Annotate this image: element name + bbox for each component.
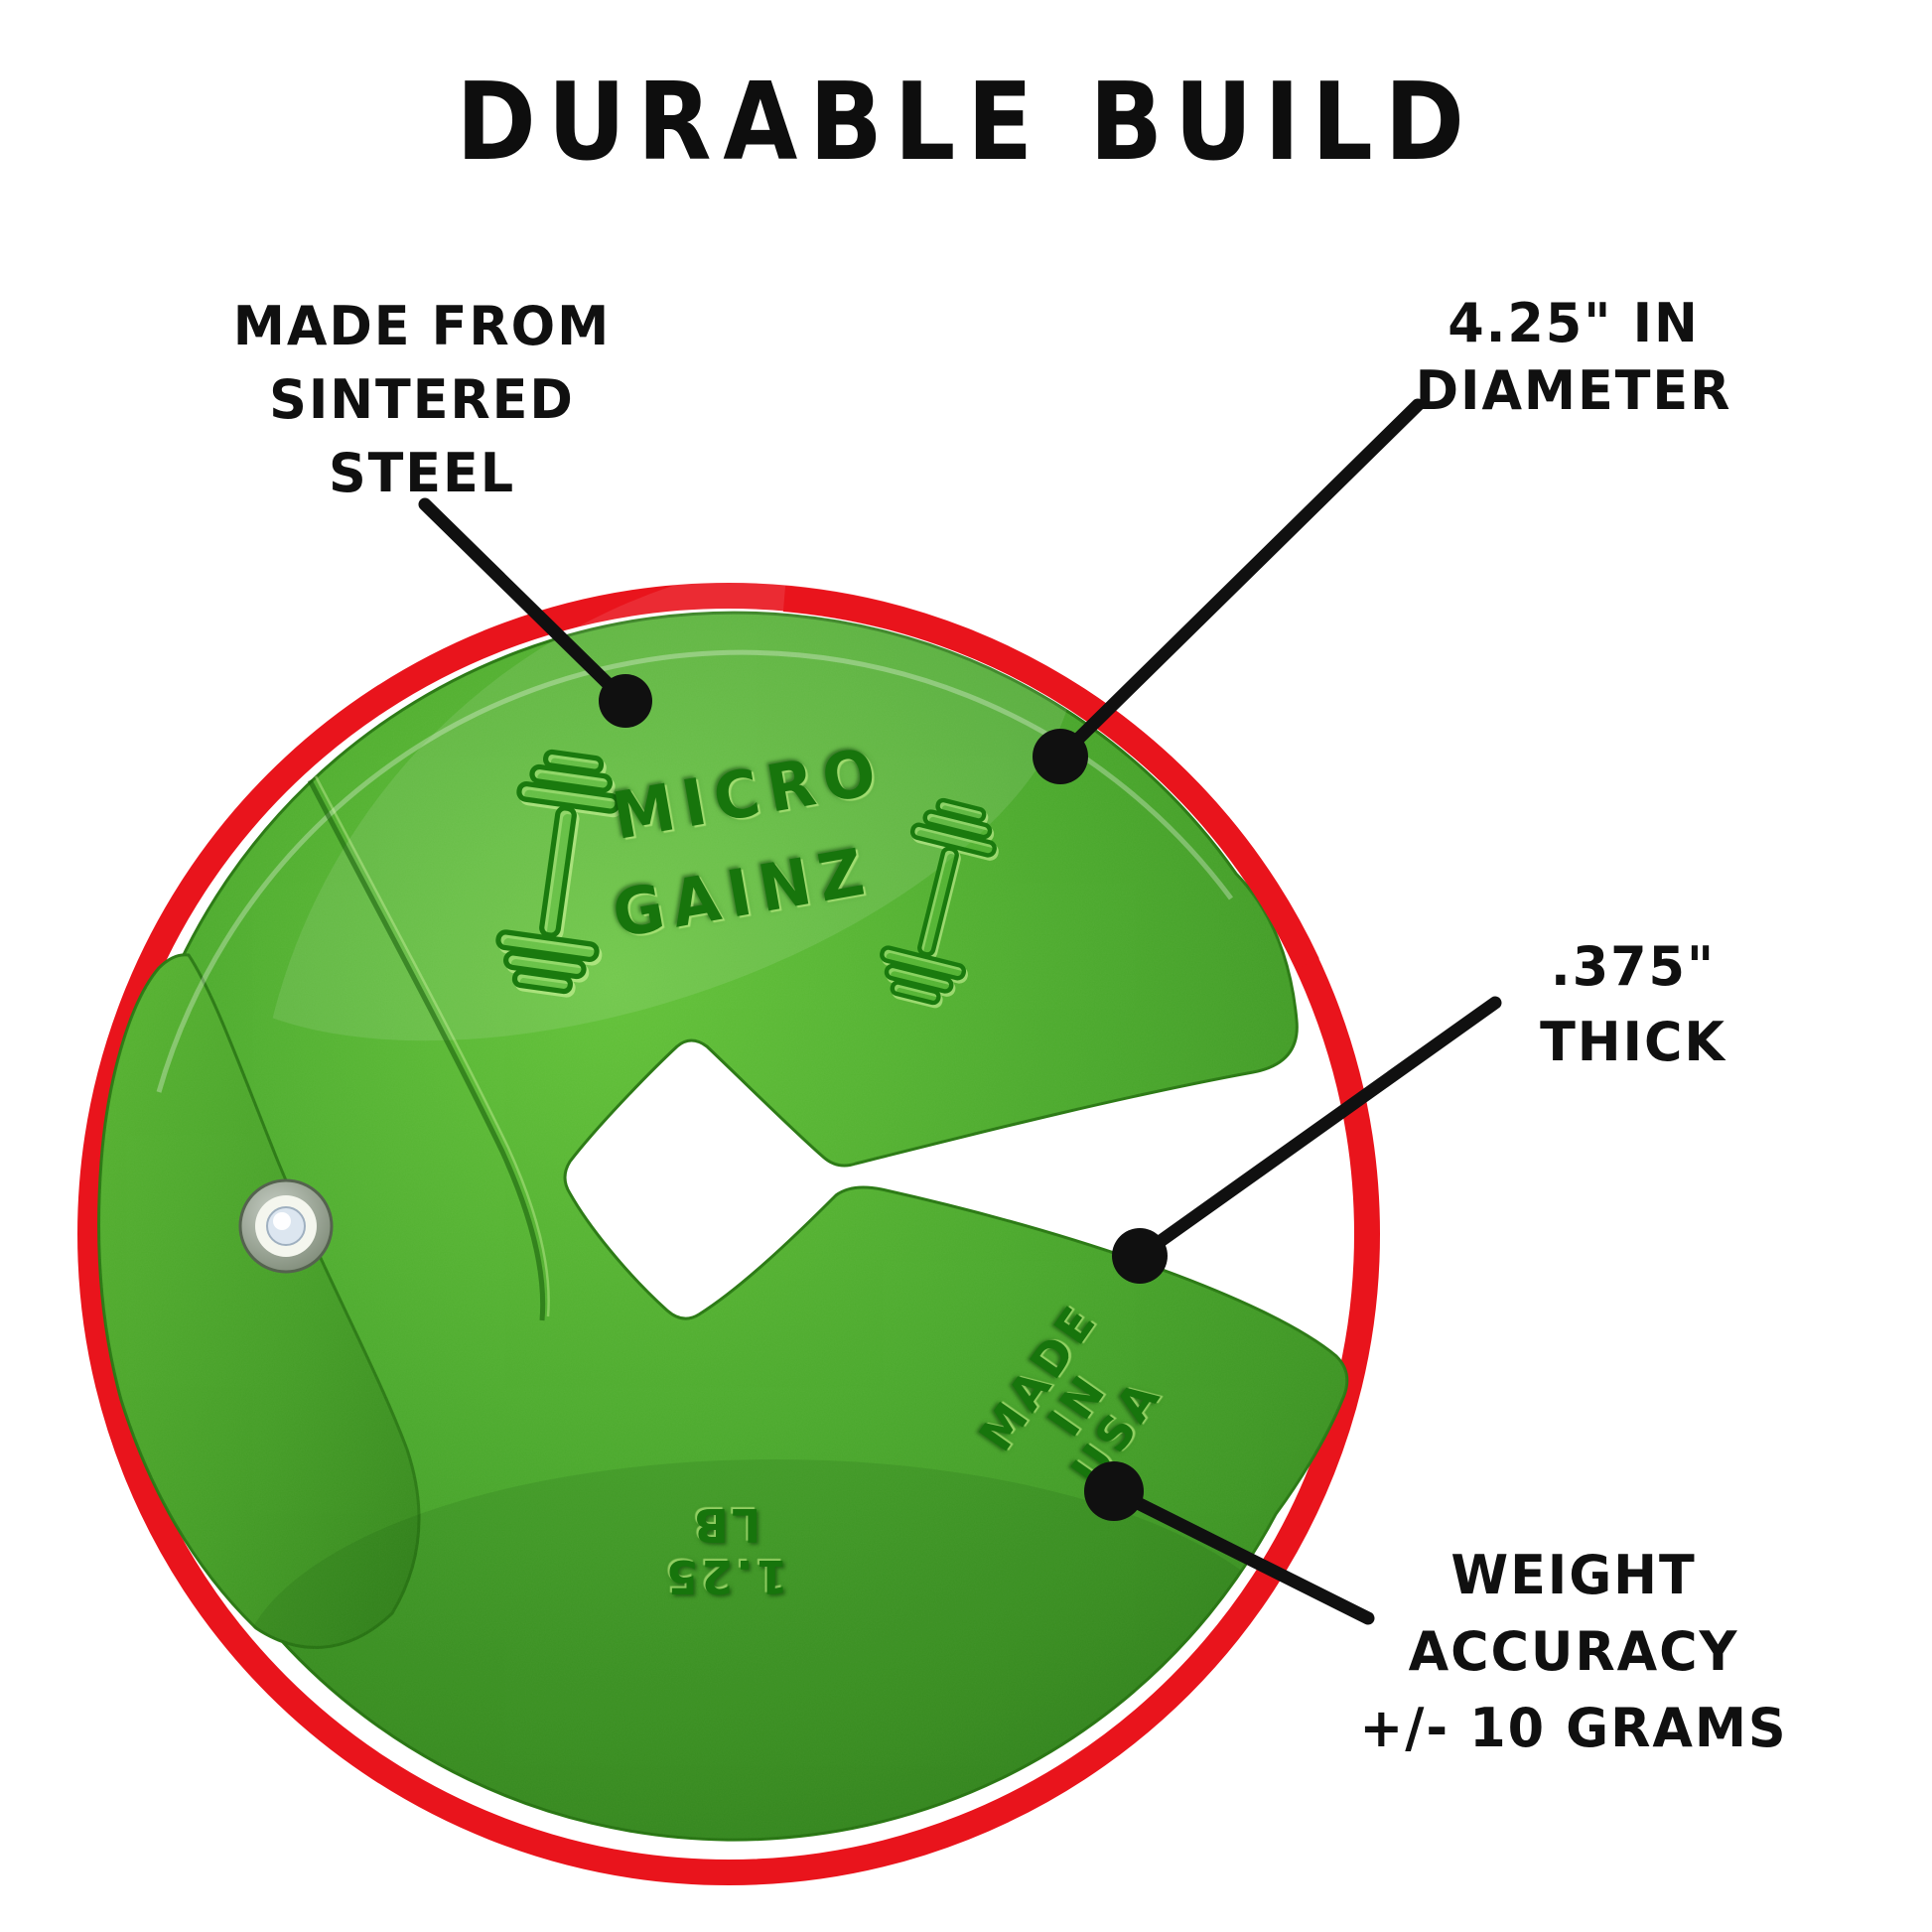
label-line: +/- 10 GRAMS	[1359, 1697, 1788, 1759]
plate-seam	[307, 778, 546, 1321]
callout-dot	[1084, 1461, 1144, 1521]
label-line: STEEL	[328, 442, 516, 504]
rivet	[238, 1178, 334, 1274]
callout-line-thickness	[1133, 996, 1502, 1263]
label-line: 4.25" IN	[1448, 292, 1700, 354]
page-title: DURABLE BUILD	[456, 59, 1476, 185]
label-line: DIAMETER	[1415, 359, 1732, 422]
label-line: SINTERED	[269, 368, 575, 431]
label-line: ACCURACY	[1408, 1620, 1739, 1683]
label-line: THICK	[1540, 1011, 1726, 1073]
callout-dot	[599, 674, 652, 728]
plate-seam-highlight	[314, 775, 550, 1317]
callout-label-accuracy: WEIGHT ACCURACY +/- 10 GRAMS	[1328, 1537, 1820, 1766]
callout-label-thickness: .375" THICK	[1474, 929, 1792, 1080]
callout-line-accuracy	[1107, 1484, 1375, 1625]
label-line: .375"	[1550, 935, 1717, 998]
callout-label-material: MADE FROM SINTERED STEEL	[186, 290, 657, 510]
label-line: MADE FROM	[232, 295, 612, 357]
callout-label-diameter: 4.25" IN DIAMETER	[1366, 290, 1780, 425]
callout-line-diameter	[1053, 398, 1425, 763]
callout-dot	[1033, 729, 1088, 784]
diameter-ring-front-arc	[782, 586, 1319, 970]
diameter-ring	[77, 583, 1380, 1885]
label-line: WEIGHT	[1450, 1544, 1697, 1606]
callout-line-material	[418, 497, 632, 708]
callout-dot	[1112, 1228, 1168, 1284]
